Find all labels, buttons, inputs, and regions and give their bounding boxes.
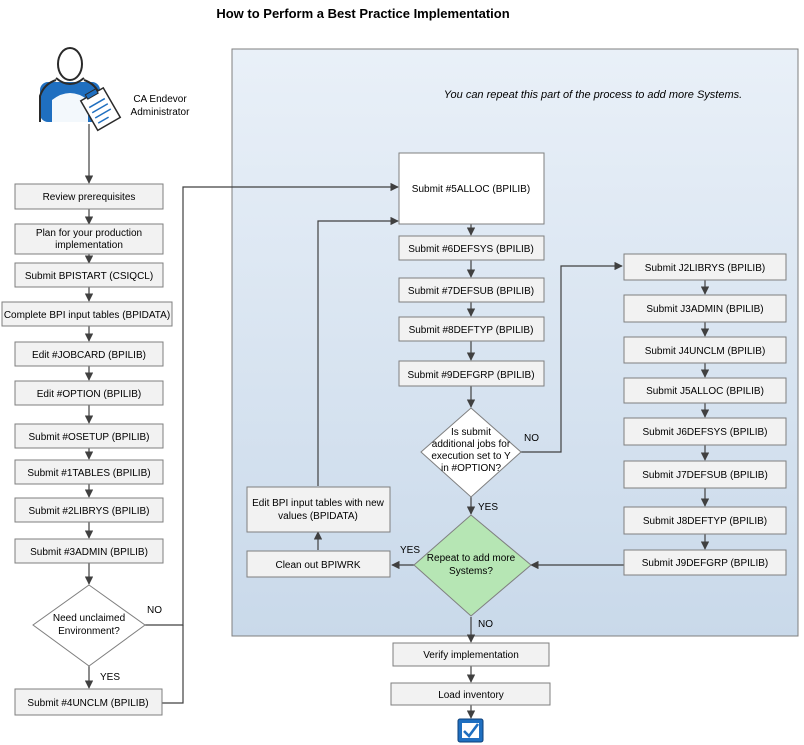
step-submit-6defsys: Submit #6DEFSYS (BPILIB) bbox=[398, 235, 545, 261]
decision3-no-label: NO bbox=[478, 619, 493, 630]
decision3-yes-label: YES bbox=[400, 545, 420, 556]
step-submit-2librys: Submit #2LIBRYS (BPILIB) bbox=[14, 497, 164, 523]
role-label-line1: CA Endevor bbox=[133, 94, 187, 105]
step-edit-jobcard: Edit #JOBCARD (BPILIB) bbox=[14, 341, 164, 367]
svg-text:Need unclaimed: Need unclaimed bbox=[53, 613, 125, 624]
step-load-inventory: Load inventory bbox=[390, 682, 551, 706]
step-submit-bpistart: Submit BPISTART (CSIQCL) bbox=[14, 262, 164, 288]
svg-text:Plan for your production: Plan for your production bbox=[36, 228, 142, 239]
step-submit-7defsub: Submit #7DEFSUB (BPILIB) bbox=[398, 277, 545, 303]
svg-text:Submit J7DEFSUB (BPILIB): Submit J7DEFSUB (BPILIB) bbox=[642, 470, 768, 481]
svg-text:Submit #1TABLES (BPILIB): Submit #1TABLES (BPILIB) bbox=[27, 468, 150, 479]
svg-text:Review prerequisites: Review prerequisites bbox=[43, 192, 136, 203]
step-submit-j6defsys: Submit J6DEFSYS (BPILIB) bbox=[623, 417, 787, 446]
step-submit-j5alloc: Submit J5ALLOC (BPILIB) bbox=[623, 377, 787, 404]
svg-text:Complete BPI input tables (BPI: Complete BPI input tables (BPIDATA) bbox=[4, 310, 170, 321]
decision2-yes-label: YES bbox=[478, 502, 498, 513]
svg-text:Submit #8DEFTYP (BPILIB): Submit #8DEFTYP (BPILIB) bbox=[409, 325, 534, 336]
step-submit-j8deftyp: Submit J8DEFTYP (BPILIB) bbox=[623, 506, 787, 535]
svg-text:additional jobs for: additional jobs for bbox=[432, 439, 511, 450]
svg-text:Edit #OPTION (BPILIB): Edit #OPTION (BPILIB) bbox=[37, 389, 141, 400]
decision1-yes-label: YES bbox=[100, 672, 120, 683]
svg-text:Submit #OSETUP (BPILIB): Submit #OSETUP (BPILIB) bbox=[29, 432, 150, 443]
svg-text:Submit J6DEFSYS (BPILIB): Submit J6DEFSYS (BPILIB) bbox=[642, 427, 767, 438]
decision-unclaimed-environment: Need unclaimed Environment? bbox=[32, 584, 146, 667]
decision-repeat-systems: Repeat to add more Systems? bbox=[413, 514, 532, 617]
svg-text:Edit #JOBCARD (BPILIB): Edit #JOBCARD (BPILIB) bbox=[32, 350, 146, 361]
svg-text:execution set to Y: execution set to Y bbox=[431, 451, 511, 462]
step-submit-j9defgrp: Submit J9DEFGRP (BPILIB) bbox=[623, 549, 787, 576]
svg-text:Submit #3ADMIN (BPILIB): Submit #3ADMIN (BPILIB) bbox=[30, 547, 148, 558]
step-edit-bpi-tables: Edit BPI input tables with new values (B… bbox=[246, 486, 391, 533]
decision1-no-label: NO bbox=[147, 605, 162, 616]
panel-note: You can repeat this part of the process … bbox=[444, 89, 742, 101]
svg-text:Submit J2LIBRYS (BPILIB): Submit J2LIBRYS (BPILIB) bbox=[645, 263, 765, 274]
step-complete-bpi-tables: Complete BPI input tables (BPIDATA) bbox=[1, 301, 173, 327]
svg-text:Systems?: Systems? bbox=[449, 566, 493, 577]
svg-text:Submit #5ALLOC (BPILIB): Submit #5ALLOC (BPILIB) bbox=[412, 184, 530, 195]
svg-text:Edit BPI input tables with new: Edit BPI input tables with new bbox=[252, 498, 385, 509]
decision2-no-label: NO bbox=[524, 433, 539, 444]
page-title: How to Perform a Best Practice Implement… bbox=[216, 6, 509, 21]
svg-text:implementation: implementation bbox=[55, 240, 123, 251]
role-label-line2: Administrator bbox=[131, 107, 191, 118]
svg-text:Repeat to add more: Repeat to add more bbox=[427, 553, 516, 564]
step-submit-4unclm: Submit #4UNCLM (BPILIB) bbox=[14, 688, 163, 716]
step-edit-option: Edit #OPTION (BPILIB) bbox=[14, 380, 164, 406]
step-submit-5alloc: Submit #5ALLOC (BPILIB) bbox=[398, 152, 545, 225]
svg-text:Clean out BPIWRK: Clean out BPIWRK bbox=[275, 560, 360, 571]
step-submit-3admin: Submit #3ADMIN (BPILIB) bbox=[14, 538, 164, 564]
svg-text:Verify implementation: Verify implementation bbox=[423, 650, 519, 661]
step-submit-j2librys: Submit J2LIBRYS (BPILIB) bbox=[623, 253, 787, 281]
svg-text:Submit #2LIBRYS (BPILIB): Submit #2LIBRYS (BPILIB) bbox=[29, 506, 150, 517]
svg-text:Submit #6DEFSYS (BPILIB): Submit #6DEFSYS (BPILIB) bbox=[408, 244, 534, 255]
svg-text:Submit J5ALLOC (BPILIB): Submit J5ALLOC (BPILIB) bbox=[646, 386, 764, 397]
decision-additional-jobs: Is submit additional jobs for execution … bbox=[420, 407, 522, 498]
svg-text:Submit J9DEFGRP (BPILIB): Submit J9DEFGRP (BPILIB) bbox=[642, 558, 769, 569]
step-plan-production: Plan for your production implementation bbox=[14, 223, 164, 255]
administrator-icon bbox=[39, 47, 122, 132]
svg-text:Submit BPISTART (CSIQCL): Submit BPISTART (CSIQCL) bbox=[25, 271, 153, 282]
svg-text:Environment?: Environment? bbox=[58, 626, 120, 637]
step-review-prerequisites: Review prerequisites bbox=[14, 183, 164, 210]
step-submit-j4unclm: Submit J4UNCLM (BPILIB) bbox=[623, 336, 787, 364]
step-submit-j3admin: Submit J3ADMIN (BPILIB) bbox=[623, 294, 787, 323]
svg-text:Submit #7DEFSUB (BPILIB): Submit #7DEFSUB (BPILIB) bbox=[408, 286, 534, 297]
step-clean-out-bpiwrk: Clean out BPIWRK bbox=[246, 550, 391, 578]
svg-text:in #OPTION?: in #OPTION? bbox=[441, 463, 501, 474]
step-submit-8deftyp: Submit #8DEFTYP (BPILIB) bbox=[398, 316, 545, 342]
svg-text:Load inventory: Load inventory bbox=[438, 690, 504, 701]
svg-text:Submit #4UNCLM (BPILIB): Submit #4UNCLM (BPILIB) bbox=[27, 698, 148, 709]
svg-text:Submit J3ADMIN (BPILIB): Submit J3ADMIN (BPILIB) bbox=[646, 304, 763, 315]
step-submit-9defgrp: Submit #9DEFGRP (BPILIB) bbox=[398, 360, 545, 387]
step-submit-osetup: Submit #OSETUP (BPILIB) bbox=[14, 423, 164, 449]
svg-text:Submit J8DEFTYP (BPILIB): Submit J8DEFTYP (BPILIB) bbox=[643, 516, 767, 527]
step-submit-1tables: Submit #1TABLES (BPILIB) bbox=[14, 459, 164, 485]
svg-text:Submit #9DEFGRP (BPILIB): Submit #9DEFGRP (BPILIB) bbox=[407, 370, 534, 381]
svg-text:Is submit: Is submit bbox=[451, 427, 491, 438]
svg-text:values (BPIDATA): values (BPIDATA) bbox=[278, 511, 358, 522]
checkbox-complete-icon bbox=[457, 718, 484, 743]
step-verify-implementation: Verify implementation bbox=[392, 642, 550, 667]
step-submit-j7defsub: Submit J7DEFSUB (BPILIB) bbox=[623, 460, 787, 489]
svg-text:Submit J4UNCLM (BPILIB): Submit J4UNCLM (BPILIB) bbox=[645, 346, 766, 357]
